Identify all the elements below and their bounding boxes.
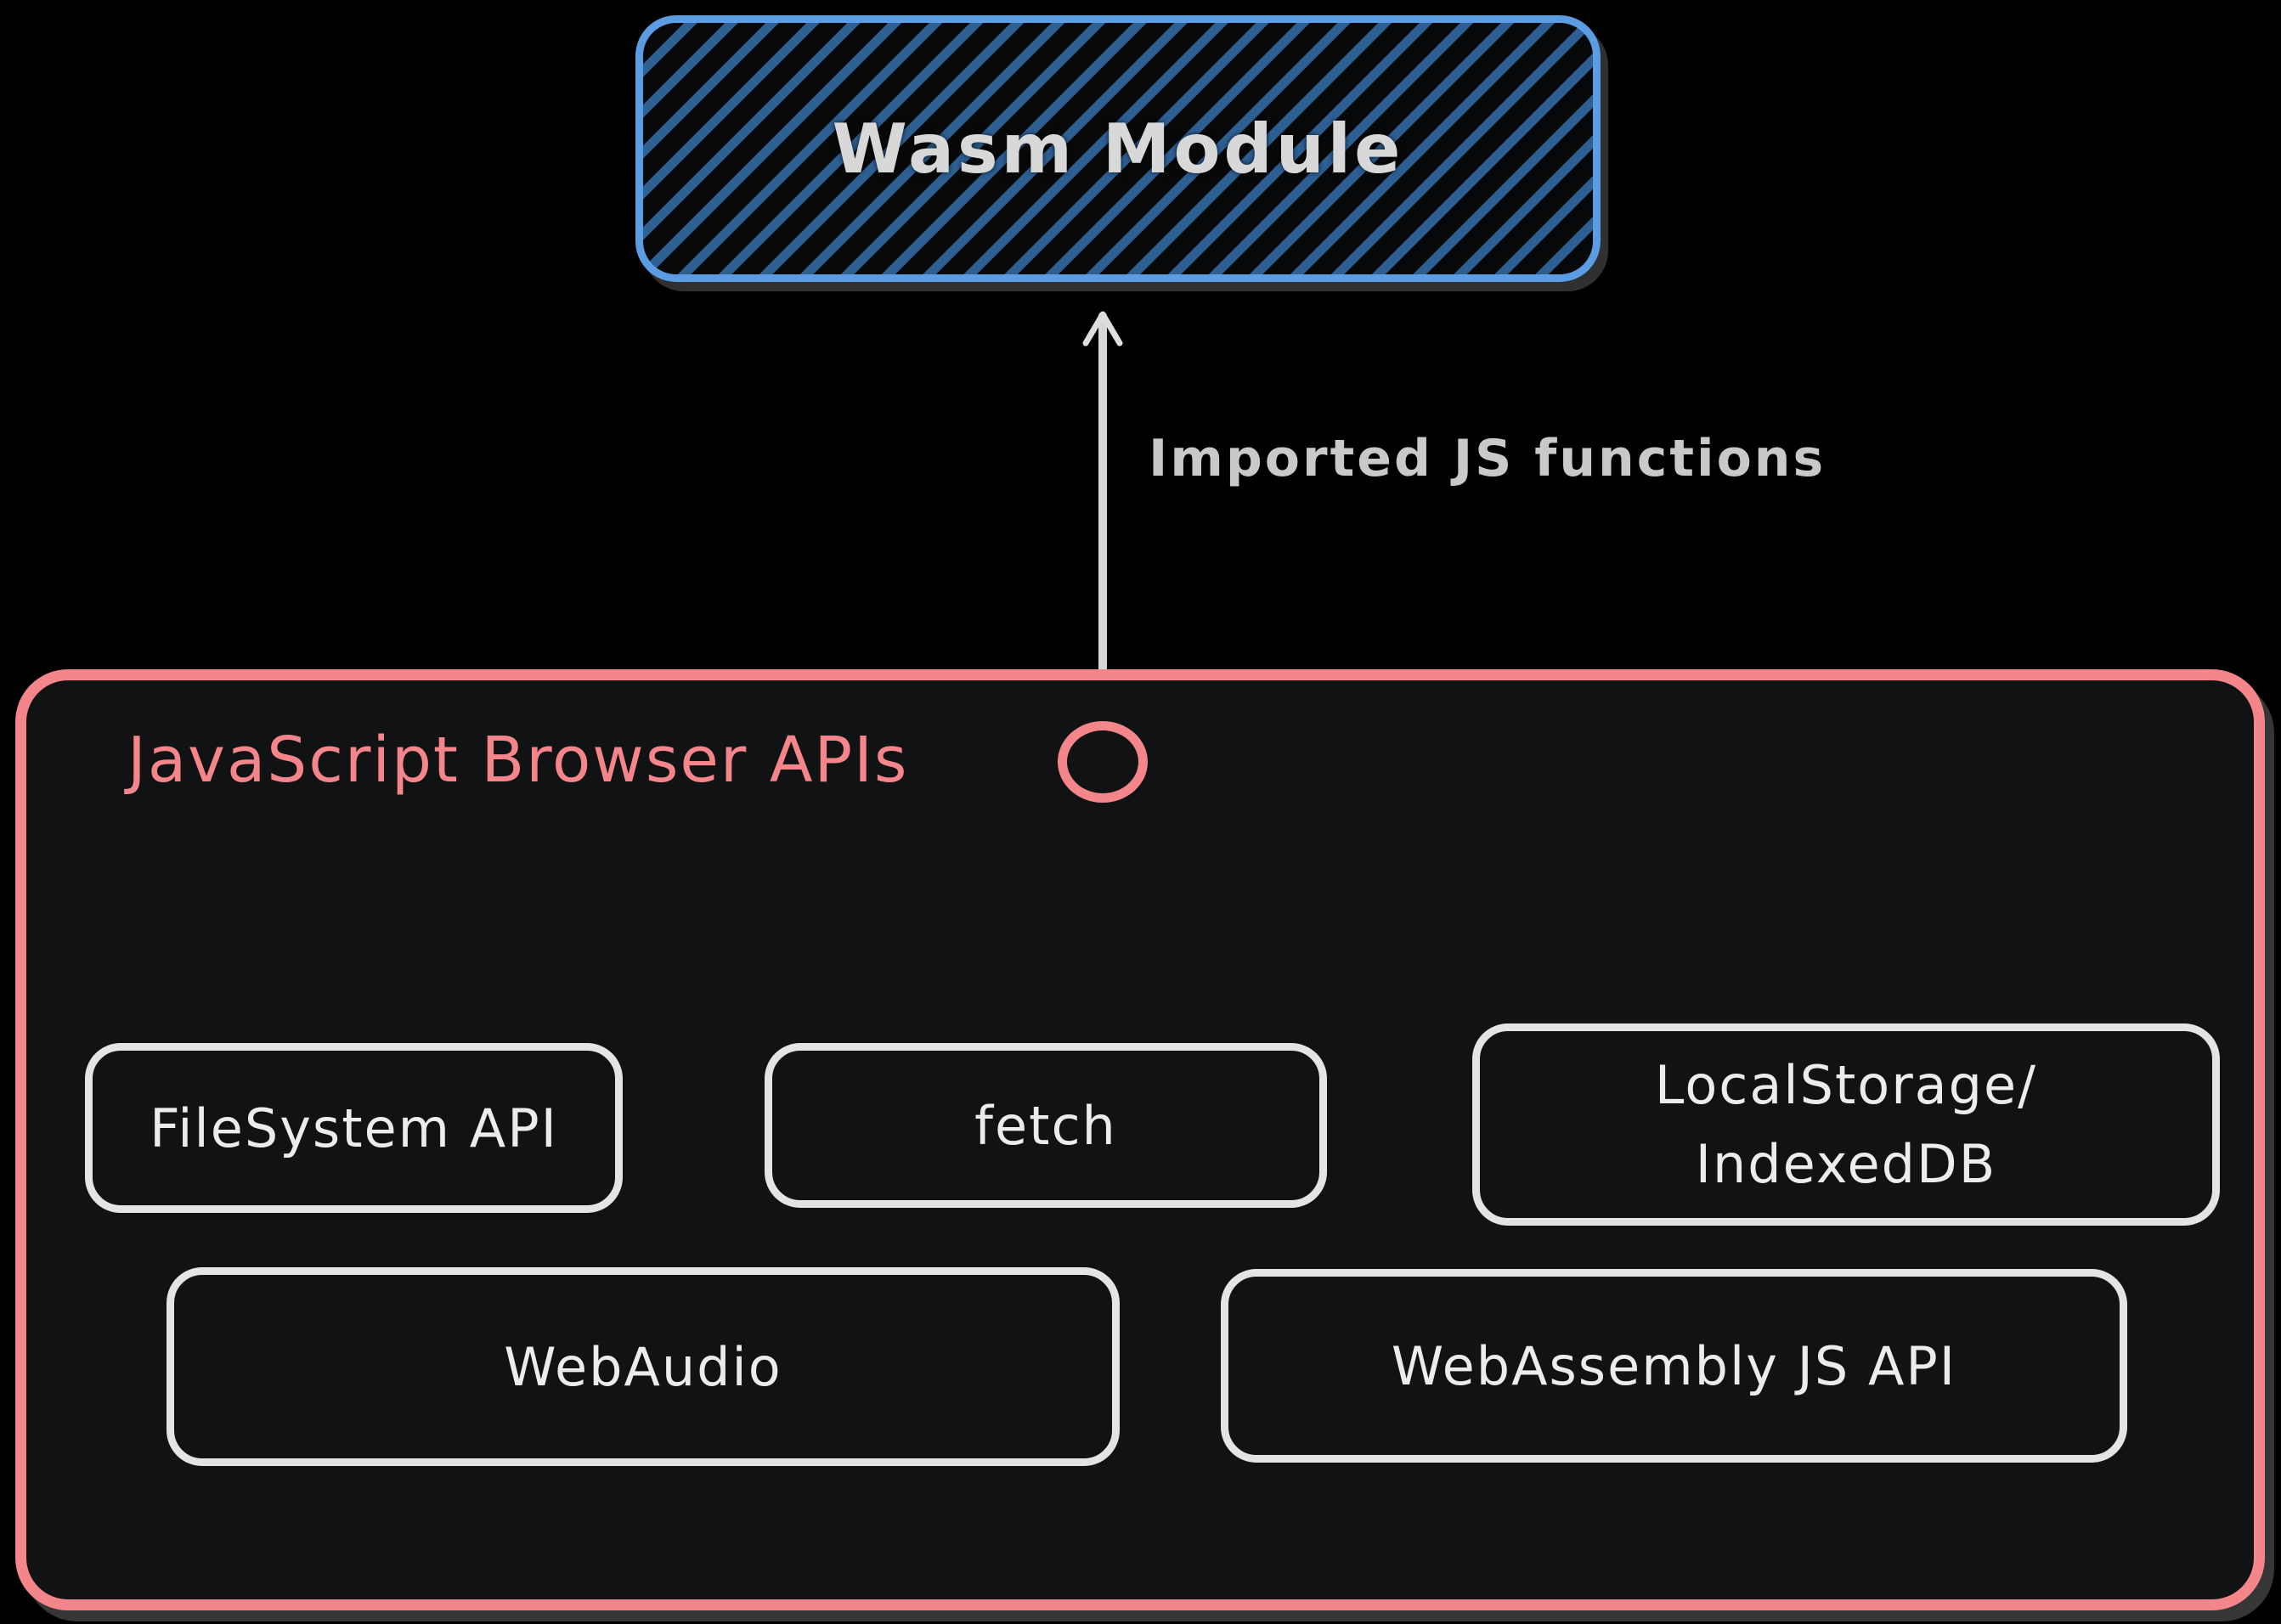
filesystem-api-node: FileSystem API — [85, 1043, 623, 1213]
localstorage-label-line2: IndexedDB — [1695, 1133, 1997, 1195]
fetch-node: fetch — [765, 1043, 1327, 1208]
connector-circle-node — [1058, 721, 1148, 803]
fetch-label: fetch — [974, 1094, 1117, 1157]
webassembly-js-api-node: WebAssembly JS API — [1221, 1269, 2127, 1463]
filesystem-api-label: FileSystem API — [150, 1097, 558, 1159]
wasm-module-label: Wasm Module — [832, 109, 1404, 189]
webassembly-js-api-label: WebAssembly JS API — [1391, 1334, 1957, 1397]
localstorage-indexeddb-node: LocalStorage/ IndexedDB — [1472, 1023, 2220, 1226]
webaudio-node: WebAudio — [167, 1267, 1120, 1466]
browser-apis-title: JavaScript Browser APIs — [127, 724, 909, 797]
webaudio-label: WebAudio — [504, 1335, 782, 1398]
localstorage-label-line1: LocalStorage/ — [1654, 1054, 2038, 1116]
wasm-module-node: Wasm Module — [635, 15, 1601, 282]
imported-js-functions-label: Imported JS functions — [1149, 429, 1826, 488]
